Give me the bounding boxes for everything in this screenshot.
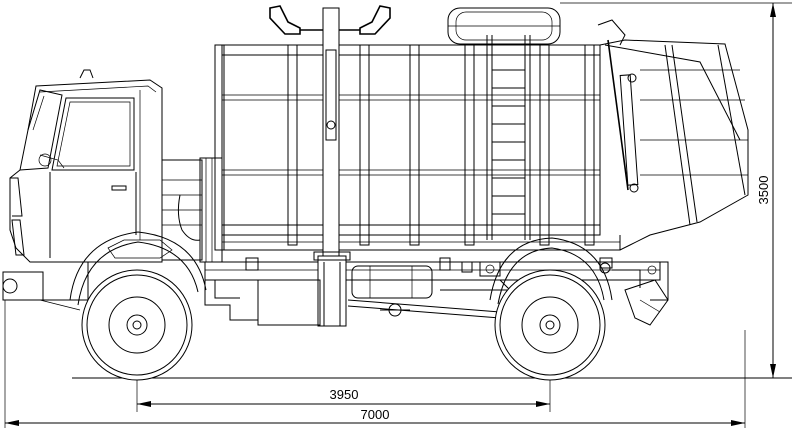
rear-details [599, 257, 657, 288]
rear-wheel [494, 269, 606, 381]
tailgate [597, 19, 749, 251]
chassis-frame [204, 261, 669, 326]
wheelbase-label: 3950 [330, 387, 359, 402]
front-wheel-arch [69, 231, 207, 306]
overall-length-dimension: 7000 [5, 407, 745, 426]
overall-height-label: 3500 [756, 176, 771, 205]
garbage-body [214, 44, 621, 251]
under-body-equipment [245, 257, 512, 326]
ladder-rungs [492, 69, 525, 215]
overall-length-label: 7000 [361, 407, 390, 422]
dimension-lines: 3950 7000 3500 [4, 2, 792, 428]
ladder-and-spare [447, 7, 561, 240]
engine-compartment [161, 157, 258, 321]
wheelbase-dimension: 3950 [137, 387, 550, 407]
body-ribs [287, 44, 595, 246]
cab [2, 69, 163, 311]
lift-arms [269, 5, 391, 327]
overall-height-dimension: 3500 [756, 3, 776, 378]
front-wheel [81, 269, 193, 381]
